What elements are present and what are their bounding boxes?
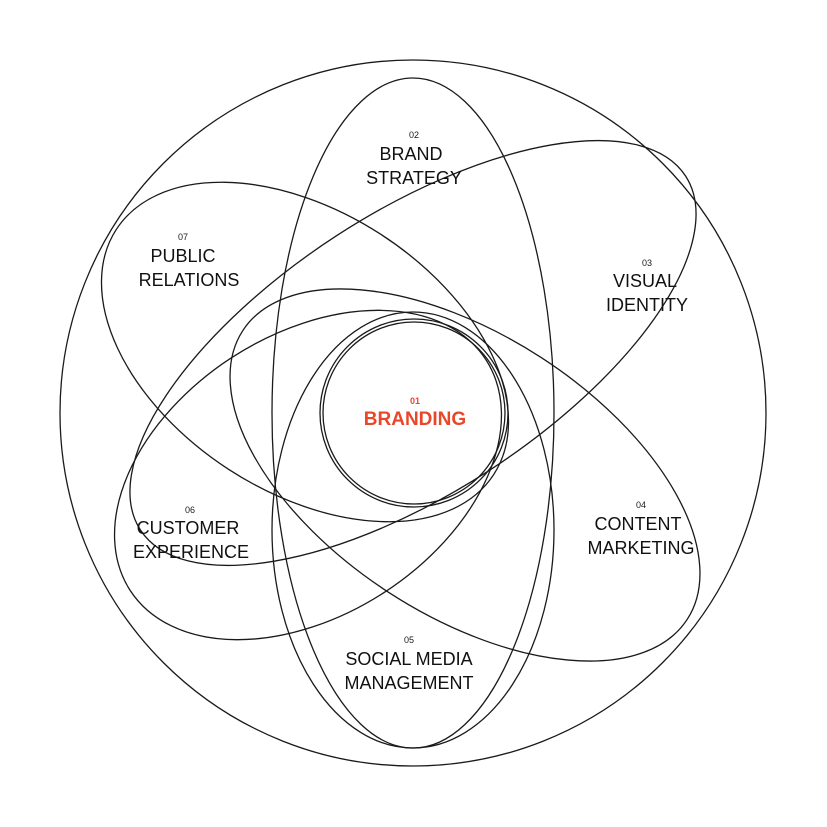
center-circle-outer: [319, 318, 509, 508]
visual-identity-number: 03: [642, 258, 652, 268]
customer-experience-label-line2: EXPERIENCE: [133, 542, 249, 562]
center-number: 01: [410, 396, 420, 406]
public-relations-number: 07: [178, 232, 188, 242]
outer-circle: [59, 59, 767, 767]
petal-ellipse-customer-experience: [113, 309, 503, 641]
social-media-number: 05: [404, 635, 414, 645]
customer-experience-number: 06: [185, 505, 195, 515]
brand-strategy-number: 02: [409, 130, 419, 140]
center-circle-inner: [322, 321, 506, 505]
petal-ellipse-visual-identity: [129, 139, 697, 567]
content-marketing-number: 04: [636, 500, 646, 510]
brand-strategy-label-line1: BRAND: [379, 144, 442, 164]
visual-identity-label-line1: VISUAL: [613, 271, 677, 291]
public-relations-label-line2: RELATIONS: [139, 270, 240, 290]
petal-ellipse-public-relations: [100, 181, 510, 523]
content-marketing-label-line2: MARKETING: [587, 538, 694, 558]
public-relations-label-line1: PUBLIC: [150, 246, 215, 266]
brand-strategy-label-line2: STRATEGY: [366, 168, 462, 188]
petal-ellipse-social-media: [271, 311, 555, 749]
petal-ellipse-content-marketing: [229, 288, 701, 662]
social-media-label-line2: MANAGEMENT: [344, 673, 473, 693]
visual-identity-label-line2: IDENTITY: [606, 295, 688, 315]
center-label: BRANDING: [364, 409, 466, 430]
content-marketing-label-line1: CONTENT: [595, 514, 682, 534]
customer-experience-label-line1: CUSTOMER: [137, 518, 240, 538]
social-media-label-line1: SOCIAL MEDIA: [345, 649, 472, 669]
